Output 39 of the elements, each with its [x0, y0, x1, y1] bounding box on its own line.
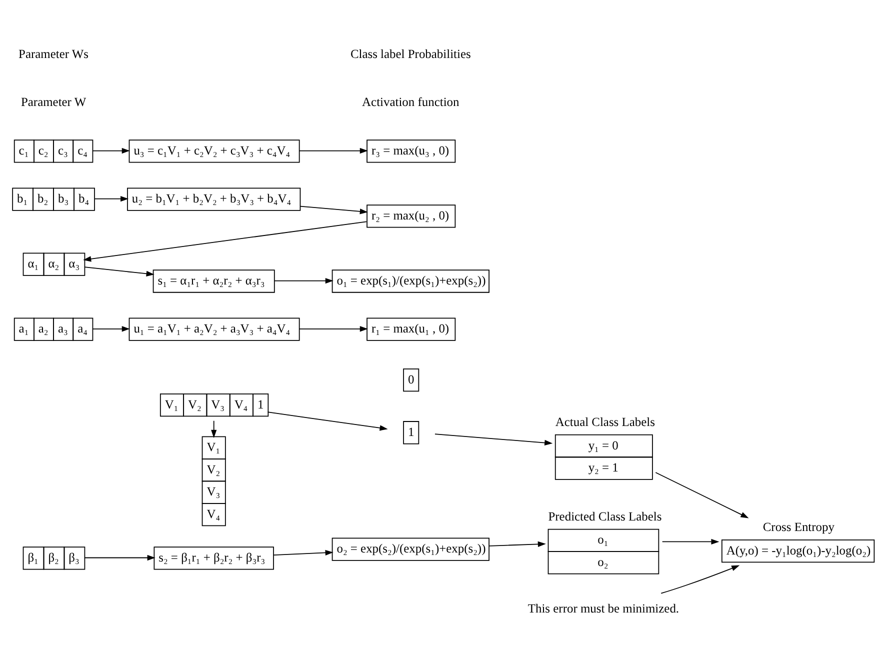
arrow — [300, 206, 368, 214]
node-label: Cross Entropy — [762, 520, 834, 534]
arrow — [267, 412, 388, 431]
node-box: u₁ = a₁V₁ + a₂V₂ + a₃V₃ + a₄V₄ — [128, 318, 300, 341]
node-box: o₂ = exp(s₂)/(exp(s₁)+exp(s₂)) — [332, 538, 490, 561]
arrow — [655, 472, 749, 518]
node-box: A(y,o) = -y₁log(o₁)-y₂log(o₂) — [721, 540, 875, 563]
node-box: r₃ = max(u₃ , 0) — [366, 140, 456, 163]
arrow — [211, 420, 217, 438]
arrow — [92, 326, 130, 332]
arrow — [94, 196, 129, 202]
arrow — [273, 550, 334, 556]
label: Class label Probabilities — [350, 46, 471, 61]
node-label: Predicted Class Labels — [548, 510, 662, 524]
node-box: u₃ = c₁V₁ + c₂V₂ + c₃V₃ + c₄V₄ — [128, 140, 300, 163]
label: Activation function — [362, 94, 460, 109]
arrow — [434, 434, 553, 446]
label: Parameter Ws — [18, 46, 89, 61]
label: Parameter W — [20, 94, 86, 109]
node-box: r₂ = max(u₂ , 0) — [366, 204, 456, 228]
node-box: u₂ = b₁V₁ + b₂V₂ + b₃V₃ + b₄V₄ — [127, 188, 301, 211]
arrow — [662, 538, 720, 545]
node-box: s₁ = α₁r₁ + α₂r₂ + α₃r₃ — [152, 270, 275, 293]
node-box: 1 — [403, 421, 420, 444]
node-box: r₁ = max(u₁ , 0) — [366, 318, 456, 341]
arrow — [92, 148, 130, 154]
arrow — [83, 221, 367, 262]
arrow — [488, 541, 546, 547]
arrow — [298, 148, 368, 154]
arrow — [84, 554, 156, 561]
arrow — [84, 266, 154, 276]
arrow — [298, 326, 368, 332]
node-box: o₁ = exp(s₁)/(exp(s₁)+exp(s₂)) — [332, 270, 490, 293]
node-label: Actual Class Labels — [555, 415, 655, 430]
node-text: This error must be minimized. — [528, 602, 680, 616]
arrow — [274, 278, 334, 284]
node-box: 0 — [403, 368, 420, 392]
arrow — [660, 565, 740, 594]
node-box: s₂ = β₁r₁ + β₂r₂ + β₃r₃ — [154, 546, 274, 570]
